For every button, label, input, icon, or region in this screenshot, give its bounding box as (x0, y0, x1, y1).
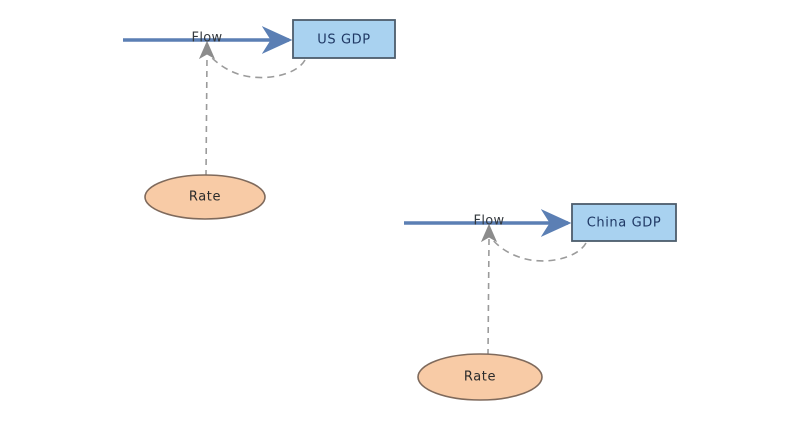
flow-label-china: Flow (474, 214, 505, 229)
group-us: Flow US GDP Rate (123, 19, 396, 220)
rate-label-us: Rate (189, 190, 221, 205)
rate-ellipse-us[interactable] (144, 174, 266, 220)
flow-label-us: Flow (192, 31, 223, 46)
valve-arrow-icon-us (198, 40, 216, 60)
link-us-stock-to-valve (208, 54, 306, 79)
valve-arrow-icon-china (480, 223, 498, 243)
stock-box-china-gdp[interactable] (571, 203, 677, 242)
rate-ellipse-china[interactable] (417, 353, 543, 401)
link-china-rate-to-valve (487, 238, 490, 356)
link-us-rate-to-valve (205, 55, 208, 177)
stock-label-us-gdp: US GDP (317, 33, 370, 48)
stock-label-china-gdp: China GDP (587, 216, 662, 231)
rate-label-china: Rate (464, 370, 496, 385)
link-china-stock-to-valve (490, 237, 587, 262)
stock-box-us-gdp[interactable] (292, 19, 396, 59)
group-china: Flow China GDP Rate (404, 203, 677, 401)
